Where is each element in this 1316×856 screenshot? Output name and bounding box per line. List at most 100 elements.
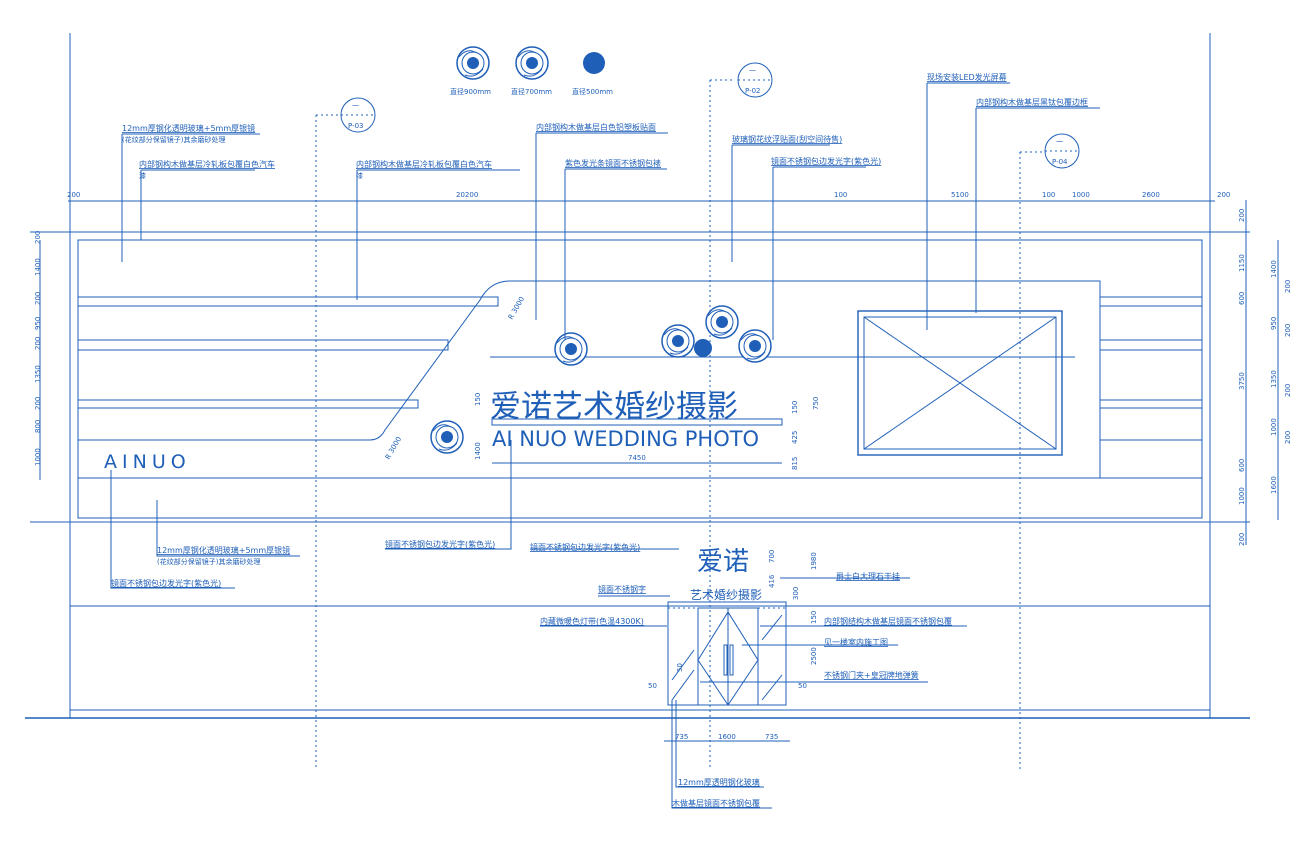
dimensions-left: 200 1400 200 950 200 1350 200 800 1000 <box>34 231 42 466</box>
drawing-label: 1980 <box>810 552 818 570</box>
drawing-label: 416 <box>768 574 776 588</box>
drawing-label: 425 <box>791 431 799 444</box>
drawing-label: 1600 <box>1270 476 1278 494</box>
drawing-label: 200 <box>1217 191 1230 199</box>
drawing-label: 150 <box>810 611 818 624</box>
drawing-label: 玻璃钢花纹浮贴面(刮空间待售) <box>732 134 842 144</box>
drawing-label: 12mm厚钢化透明玻璃+5mm厚银镜 <box>157 545 290 555</box>
drawing-label: 1000 <box>34 448 42 466</box>
logo-ainuo: AINUO <box>104 451 191 473</box>
drawing-label: 一 <box>352 102 359 110</box>
drawing-label: 1000 <box>1072 191 1090 199</box>
drawing-label: 100 <box>834 191 847 199</box>
drawing-label: 7450 <box>628 454 646 462</box>
drawing-label: 内部钢构木做基层冷轧板包覆白色汽车 <box>356 159 492 169</box>
drawing-label: 200 <box>1238 209 1246 222</box>
drawing-label: 815 <box>791 457 799 470</box>
drawing-label: 200 <box>34 397 42 410</box>
drawing-label: 200 <box>1238 533 1246 546</box>
drawing-label: 735 <box>675 733 688 741</box>
drawing-label: 20200 <box>456 191 478 199</box>
drawing-label: 200 <box>34 292 42 305</box>
drawing-label: 1350 <box>1270 370 1278 388</box>
drawing-label: 50 <box>648 682 657 690</box>
drawing-label: 1400 <box>474 442 482 460</box>
drawing-label: 不锈钢门夹+皇冠牌地弹簧 <box>824 670 919 680</box>
drawing-label: 镜面不锈钢包边发光字(紫色光) <box>771 156 881 166</box>
drawing-label: 50 <box>676 663 684 672</box>
drawing-label: 镜面不锈钢包边发光字(紫色光) <box>111 578 221 588</box>
drawing-label: 200 <box>1284 280 1292 293</box>
drawing-label: 见一楼室内施工图 <box>824 637 888 647</box>
drawing-label: 内部钢构木做基层白色铝塑板贴面 <box>536 122 656 132</box>
drawing-label: 内部钢构木做基层黑钛包覆边框 <box>976 97 1088 107</box>
drawing-label: 950 <box>34 317 42 330</box>
drawing-label: 现场安装LED发光屏幕 <box>927 72 1007 82</box>
section-ref: P-03 <box>348 122 364 130</box>
drawing-label: 200 <box>1284 431 1292 444</box>
drawing-label: 木做基层镜面不锈钢包覆 <box>672 798 760 808</box>
drawing-label: 一 <box>1056 138 1063 146</box>
drawing-label: 200 <box>34 231 42 244</box>
drawing-label: 150 <box>474 393 482 406</box>
drawing-label: 内藏微暖色灯带(色温4300K) <box>540 616 644 626</box>
drawing-label: 1400 <box>1270 260 1278 278</box>
callouts-bottom: 12mm厚钢化透明玻璃+5mm厚银镜 (花纹部分保留镜子)其余磨砂处理 镜面不锈… <box>110 440 967 809</box>
drawing-label: 一 <box>749 67 756 75</box>
sign-english: AI NUO WEDDING PHOTO <box>492 427 759 451</box>
drawing-label: 1350 <box>34 365 42 383</box>
legend-label: 直径500mm <box>572 87 613 96</box>
drawing-label: 735 <box>765 733 778 741</box>
facade-panel <box>77 239 1203 519</box>
drawing-label: 5100 <box>951 191 969 199</box>
drawing-label: 200 <box>67 191 80 199</box>
drawing-label: 800 <box>34 420 42 433</box>
entrance-sign-big: 爱诺 <box>697 547 749 577</box>
drawing-label: 镜面不锈钢字 <box>598 584 646 594</box>
drawing-label: 2600 <box>1142 191 1160 199</box>
dimensions-top: 200 20200 100 5100 100 1000 2600 200 <box>67 191 1230 199</box>
legend: 直径900mm 直径700mm 直径500mm <box>450 46 613 96</box>
drawing-label: 1000 <box>1270 418 1278 436</box>
dimensions-right: 200 1150 600 3750 600 1000 200 1400 200 … <box>1238 209 1292 546</box>
drawing-label: (花纹部分保留镜子)其余磨砂处理 <box>157 557 260 566</box>
drawing-label: 爵士白大理石干挂 <box>836 571 900 581</box>
sign-chinese: 爱诺艺术婚纱摄影 <box>490 389 738 425</box>
drawing-label: 12mm厚钢化透明玻璃+5mm厚银镜 <box>122 123 255 133</box>
drawing-label: 600 <box>1238 459 1246 472</box>
drawing-label: 紫色发光条镜面不锈钢包裱 <box>565 158 661 168</box>
drawing-label: 镜面不锈钢包边发光字(紫色光) <box>530 542 640 552</box>
drawing-label: 150 <box>791 401 799 414</box>
drawing-label: 漆 <box>356 171 363 180</box>
drawing-label: 200 <box>1284 384 1292 397</box>
drawing-label: 700 <box>768 550 776 563</box>
drawing-label: 镜面不锈钢包边发光字(紫色光) <box>385 539 495 549</box>
drawing-label: 内部钢构木做基层冷轧板包覆白色汽车 <box>139 159 275 169</box>
drawing-label: 1000 <box>1238 487 1246 505</box>
drawing-label: 1400 <box>34 258 42 276</box>
drawing-label: (花纹部分保留镜子)其余磨砂处理 <box>122 135 225 144</box>
entrance-door: 爱诺 艺术婚纱摄影 700 416 300 1980 150 2500 50 5… <box>648 547 818 742</box>
legend-label: 直径900mm <box>450 87 491 96</box>
drawing-label: 950 <box>1270 317 1278 330</box>
drawing-label: 200 <box>1284 324 1292 337</box>
drawing-label: 2500 <box>810 647 818 665</box>
drawing-label: 200 <box>34 337 42 350</box>
drawing-label: 50 <box>798 682 807 690</box>
drawing-label: 内部钢结构木做基层镜面不锈钢包覆 <box>824 616 952 626</box>
drawing-label: 750 <box>812 397 820 410</box>
section-ref: P-02 <box>745 87 761 95</box>
drawing-label: 1150 <box>1238 254 1246 272</box>
drawing-label: R 3000 <box>507 295 526 321</box>
entrance-sign-small: 艺术婚纱摄影 <box>690 587 762 602</box>
section-ref: P-04 <box>1052 158 1068 166</box>
drawing-label: 漆 <box>139 171 146 180</box>
section-markers: 一 P-03 一 P-02 一 P-04 <box>340 62 1080 169</box>
drawing-label: 12mm厚透明钢化玻璃 <box>678 777 760 787</box>
drawing-label: 100 <box>1042 191 1055 199</box>
drawing-label: 300 <box>792 587 800 600</box>
legend-label: 直径700mm <box>511 87 552 96</box>
drawing-label: 1600 <box>718 733 736 741</box>
drawing-label: 3750 <box>1238 372 1246 390</box>
drawing-label: R 3000 <box>384 435 403 461</box>
